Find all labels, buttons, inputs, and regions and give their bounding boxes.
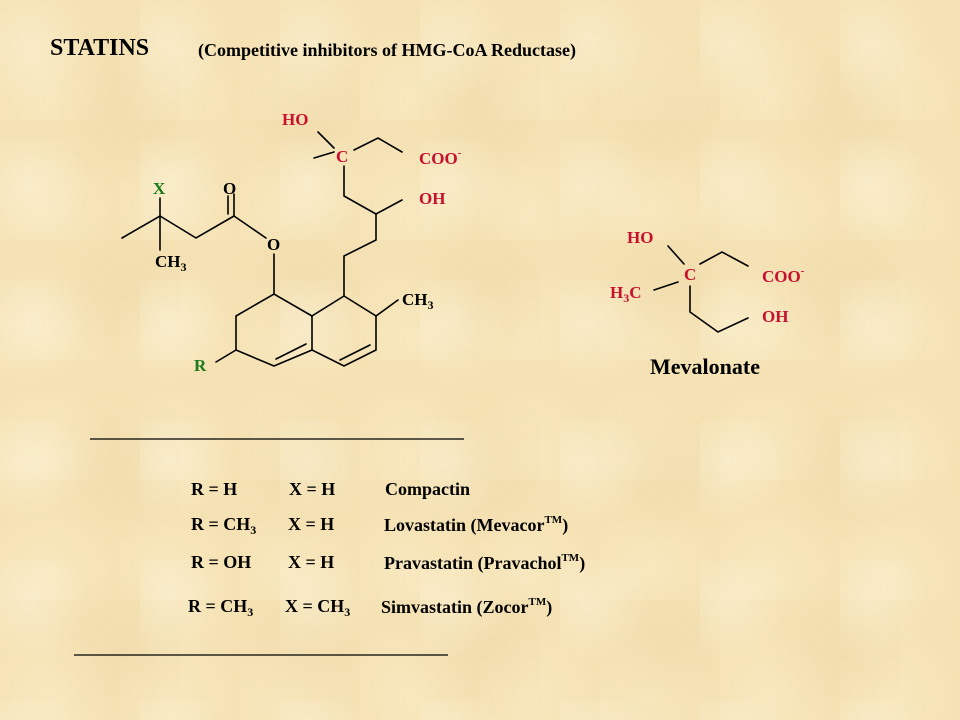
mev-ho-label: HO <box>627 228 654 247</box>
bond-carbonyl-ch2 <box>121 215 235 239</box>
mev-bond-c-ch2 <box>699 251 749 267</box>
row-x-value: X = H <box>288 514 335 534</box>
statin-ch3-side-label: CH3 <box>155 252 187 274</box>
bond-ring-ch3 <box>375 299 399 317</box>
ring-double-1 <box>339 344 371 361</box>
row-x-value: X = H <box>288 552 335 572</box>
row-r-value: R = CH3 <box>191 514 257 537</box>
mev-oh-label: OH <box>762 307 789 326</box>
ring-double-2 <box>275 343 307 360</box>
bond-c-down <box>343 165 377 215</box>
bond-c-ch2 <box>353 137 403 153</box>
statin-c-label: C <box>336 147 349 166</box>
row-compound-name: Simvastatin (ZocorTM) <box>381 596 553 617</box>
bond-o-carbonyl <box>233 215 267 239</box>
bond-choh-oh <box>375 199 403 215</box>
row-r-value: R = CH3 <box>188 596 254 619</box>
bond-ho-c <box>317 131 335 149</box>
mev-c-label: C <box>684 265 697 284</box>
page-subtitle: (Competitive inhibitors of HMG-CoA Reduc… <box>198 40 576 60</box>
statin-coo-label: COO- <box>419 147 462 168</box>
row-r-value: R = H <box>191 479 238 499</box>
bond-c-left <box>313 151 335 159</box>
statin-carbonyl-o-label: O <box>223 179 237 198</box>
row-compound-name: Compactin <box>385 479 470 499</box>
mevalonate-name: Mevalonate <box>650 354 760 379</box>
mev-bond-c-down <box>689 285 749 333</box>
statin-oh-label: OH <box>419 189 446 208</box>
statin-ho-label: HO <box>282 110 309 129</box>
bond-chain-down <box>343 213 377 297</box>
mev-h3c-label: H3C <box>610 283 642 305</box>
page-title: STATINS <box>50 35 150 61</box>
statin-ester-o-label: O <box>267 235 281 254</box>
row-compound-name: Lovastatin (MevacorTM) <box>384 514 569 535</box>
mev-bond-h3c-c <box>653 281 679 291</box>
row-x-value: X = CH3 <box>285 596 351 619</box>
statin-x-label: X <box>153 179 166 198</box>
bond-ring-r <box>215 349 237 363</box>
statin-ch3-ring-label: CH3 <box>402 290 434 312</box>
ring-left <box>235 293 313 367</box>
row-compound-name: Pravastatin (PravacholTM) <box>384 552 586 573</box>
mev-coo-label: COO- <box>762 265 805 286</box>
ring-bonds <box>311 295 377 367</box>
row-r-value: R = OH <box>191 552 252 572</box>
row-x-value: X = H <box>289 479 336 499</box>
bond-carbonyl-double <box>227 193 235 217</box>
statin-r-label: R <box>194 356 207 375</box>
mev-bond-ho-c <box>667 245 685 265</box>
